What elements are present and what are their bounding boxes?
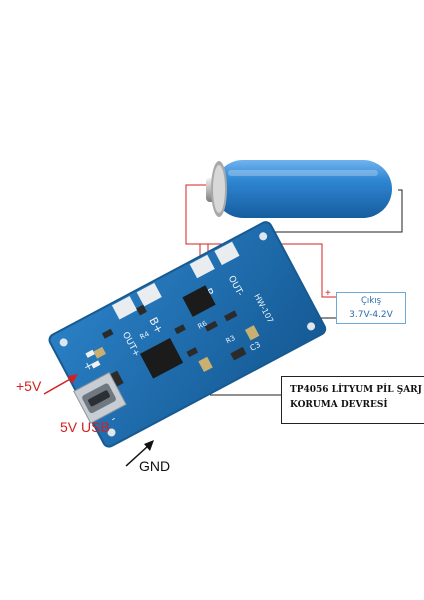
output-range: 3.7V-4.2V — [349, 310, 393, 320]
silk-r4: R4 — [139, 330, 151, 342]
battery-positive-wire — [185, 184, 212, 262]
silk-r3: R3 — [225, 334, 237, 345]
description-line1: TP4056 LİTYUM PİL ŞARJ — [290, 385, 422, 395]
capacitors — [93, 325, 260, 373]
led-red — [85, 349, 95, 358]
output-voltage-box: Çıkış 3.7V-4.2V — [336, 292, 406, 324]
gnd-arrow — [125, 440, 154, 467]
tp4056-chip — [139, 337, 184, 379]
lithium-battery — [206, 160, 392, 218]
silk-c3: C3 — [248, 340, 262, 353]
plus5v-arrow — [43, 374, 78, 395]
micro-usb-port — [73, 371, 127, 424]
tp4056-board: OUT+ B+ B- OUT- HW-107 R6 R3 R4 C3 + - — [48, 221, 327, 448]
passive-components — [101, 304, 247, 387]
led-blue — [91, 360, 101, 369]
silk-r6: R6 — [196, 319, 208, 331]
plus5v-label: +5V — [16, 378, 42, 394]
gnd-label: GND — [139, 458, 171, 474]
description-line2: KORUMA DEVRESİ — [290, 400, 388, 410]
usb-label: 5V USB — [60, 419, 110, 435]
protection-chip — [182, 285, 216, 317]
description-box: TP4056 LİTYUM PİL ŞARJ KORUMA DEVRESİ — [281, 376, 424, 424]
output-positive-wire — [199, 243, 336, 298]
silk-minus: - — [108, 412, 118, 425]
output-pads — [111, 241, 240, 320]
output-plus-sign: + — [325, 288, 331, 299]
output-title: Çıkış — [360, 296, 381, 306]
output-minus-sign: - — [326, 313, 330, 324]
